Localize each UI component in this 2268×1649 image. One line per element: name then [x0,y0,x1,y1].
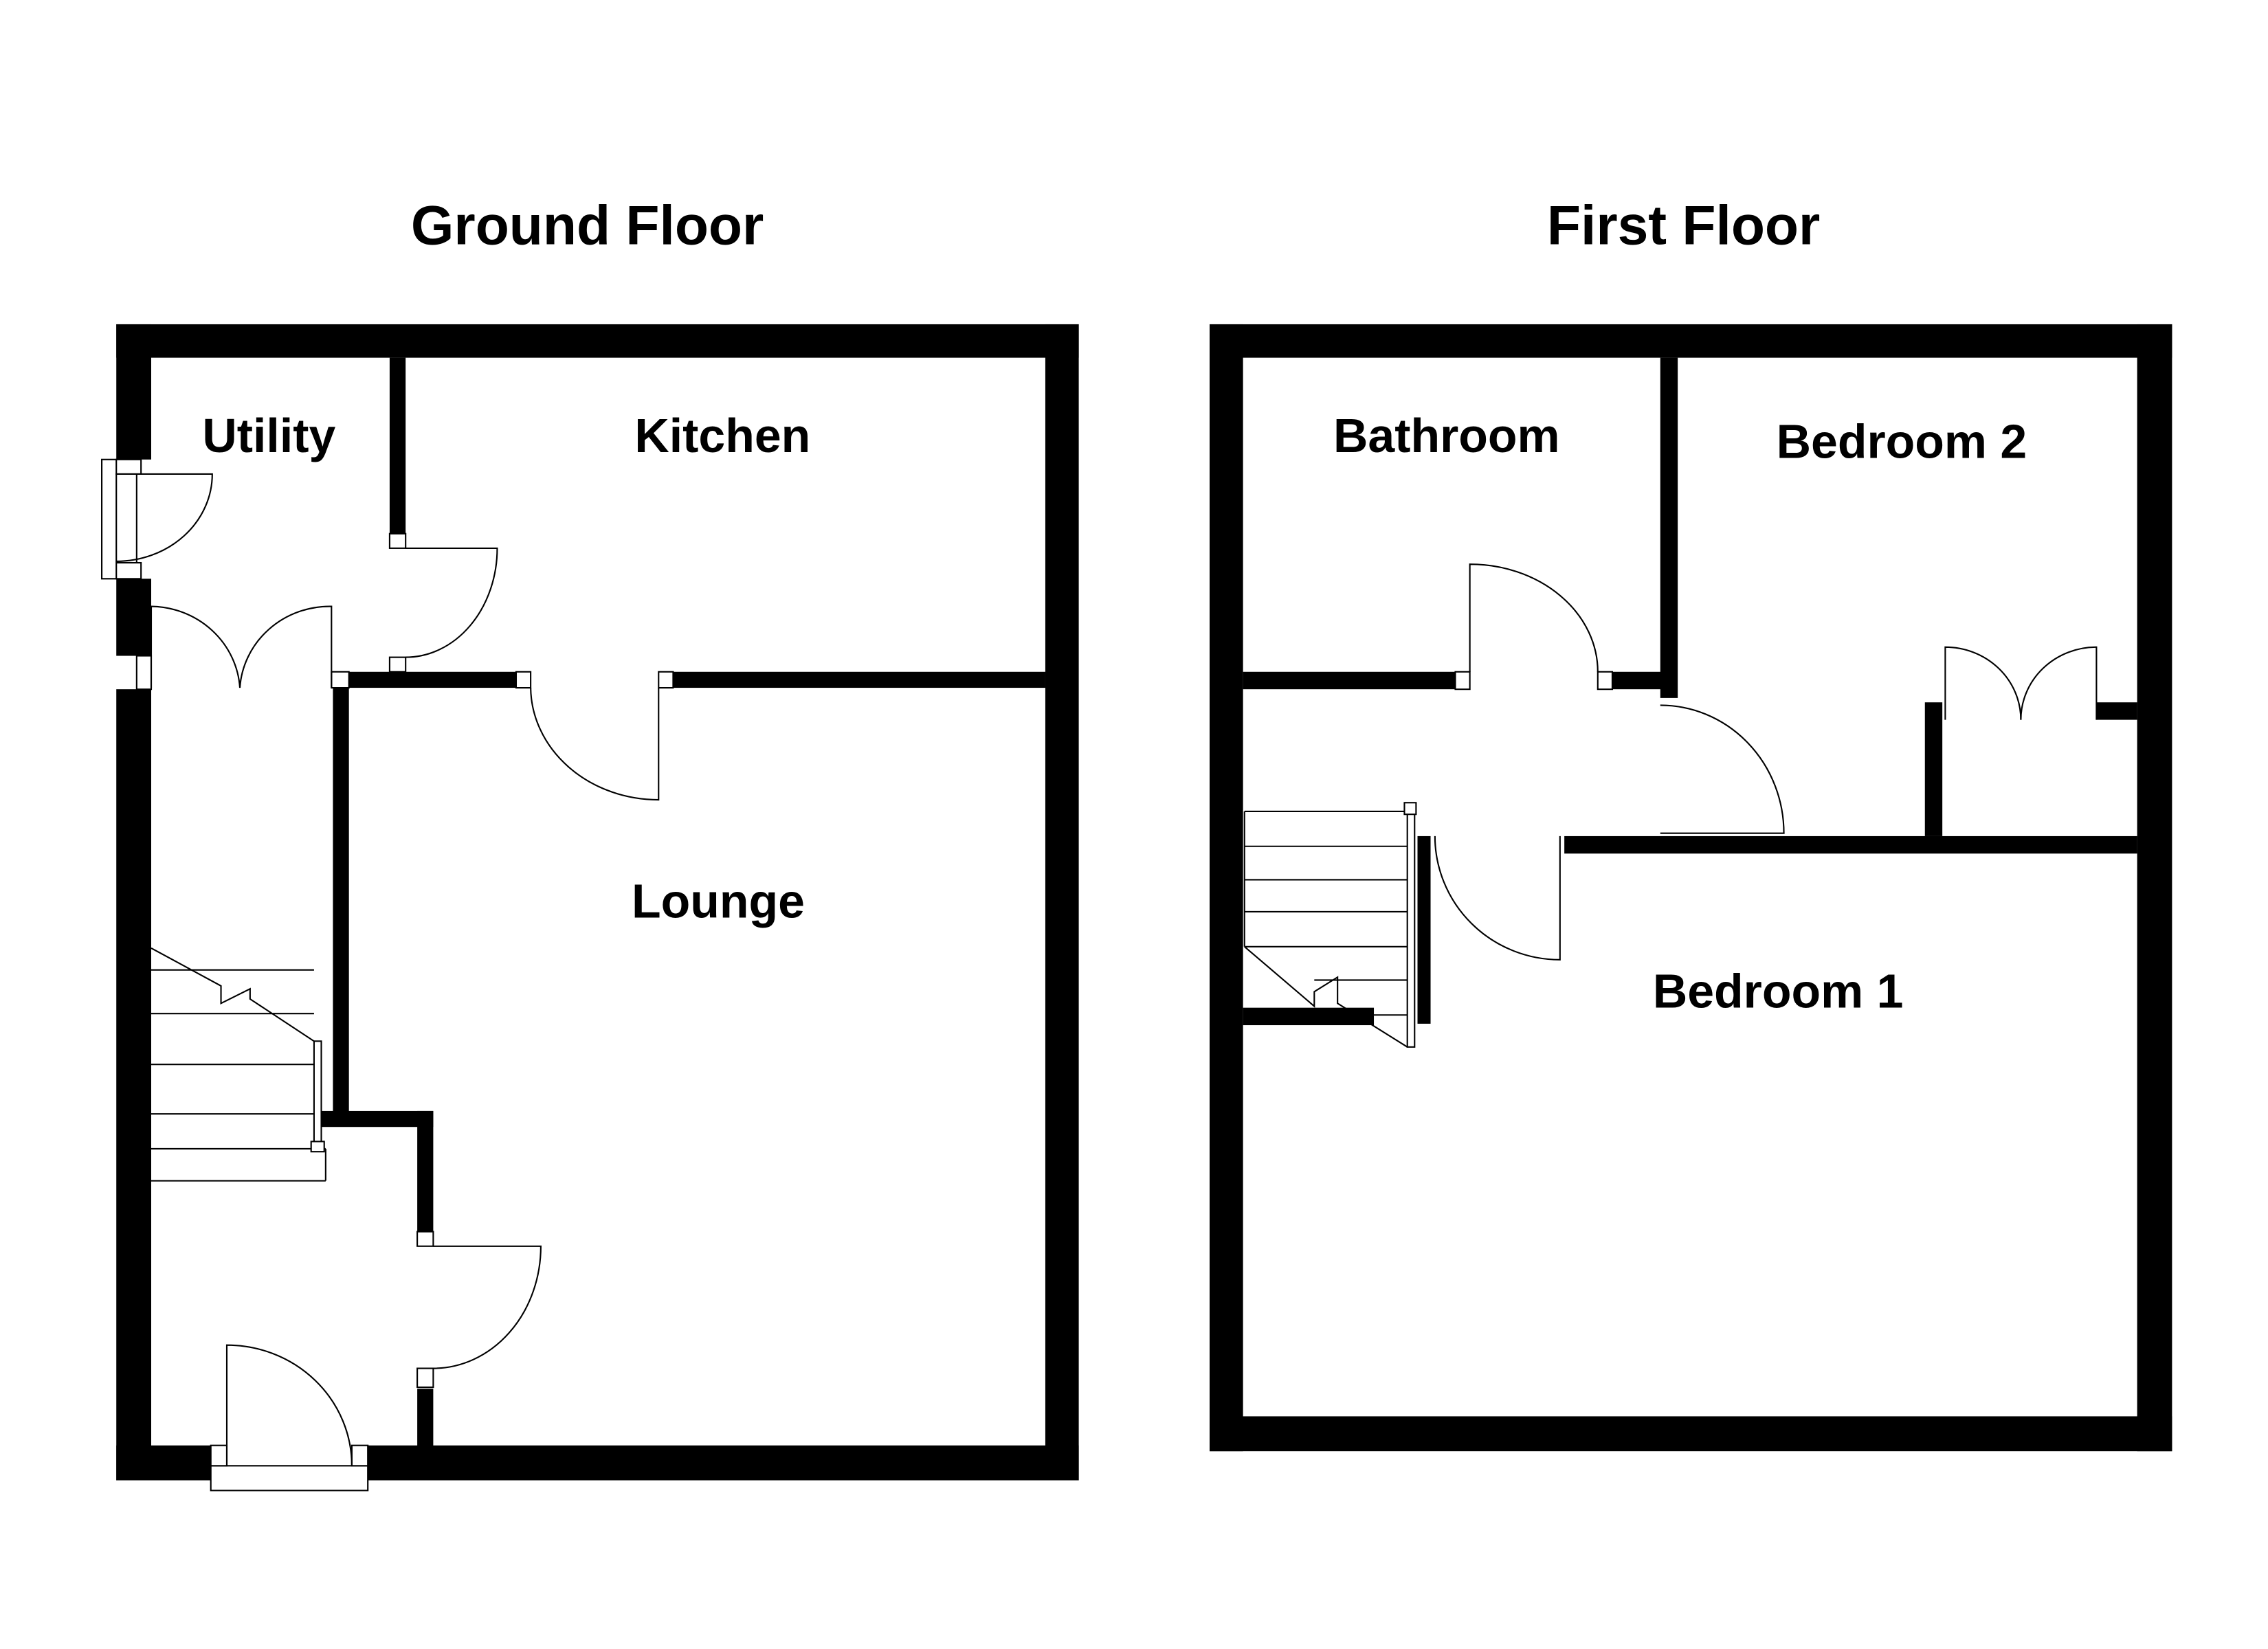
room-label-kitchen: Kitchen [634,409,810,462]
wall-bathroom-bottom-right [1612,671,1665,690]
wardrobe-doors [1944,646,2098,720]
ground-floor-staircase [151,947,326,1182]
room-label-lounge: Lounge [632,874,805,928]
wall-hall-lower-top [417,1110,434,1232]
first-floor-plan: First Floor [1210,195,2172,1452]
first-floor-title: First Floor [1547,195,1820,257]
room-label-bedroom-1: Bedroom 1 [1653,965,1904,1018]
wall-bedroom1-top [1564,835,2137,854]
wall-bathroom-bottom-left [1243,671,1460,690]
wall-wardrobe-right-stub [2096,702,2137,720]
utility-cupboard-doors [135,605,350,691]
utility-kitchen-door [388,532,498,673]
front-door [210,1344,369,1492]
wall-outer-right [2137,324,2172,1452]
room-label-bedroom-2: Bedroom 2 [1777,415,2027,469]
wall-hall-step [321,1110,434,1128]
wall-kitchen-lounge-left [348,671,518,688]
first-floor-staircase [1243,802,1417,1048]
wall-bathroom-bedroom2 [1660,357,1678,698]
wall-outer-top [116,324,1079,358]
bedroom1-door [1434,835,1561,961]
kitchen-lounge-door [515,671,674,801]
wall-kitchen-lounge-right [673,671,1045,688]
wall-hall-lounge [333,688,349,1113]
room-label-bathroom: Bathroom [1333,409,1560,462]
wall-stair-bottom [1243,1007,1375,1026]
wall-outer-top [1210,324,2172,358]
wall-hall-lower-bottom [417,1389,434,1447]
bathroom-door [1454,563,1614,691]
wall-utility-kitchen [389,357,406,534]
wall-outer-left-bottom [116,689,151,1481]
wall-outer-left-top [116,324,151,460]
wall-outer-right [1045,324,1079,1481]
wall-outer-left-mid [116,579,151,656]
wall-stair-right [1417,835,1431,1024]
wall-outer-left [1210,324,1243,1452]
wall-outer-bottom-right [368,1445,1079,1481]
hall-lounge-door [416,1231,542,1389]
ground-floor-plan: Ground Floor [101,195,1079,1492]
wall-outer-bottom [1210,1416,2172,1452]
bedroom2-door [1660,704,1785,834]
wall-wardrobe-left [1924,702,1943,836]
utility-side-door [101,458,213,580]
room-label-utility: Utility [202,409,335,462]
ground-floor-title: Ground Floor [411,195,764,257]
